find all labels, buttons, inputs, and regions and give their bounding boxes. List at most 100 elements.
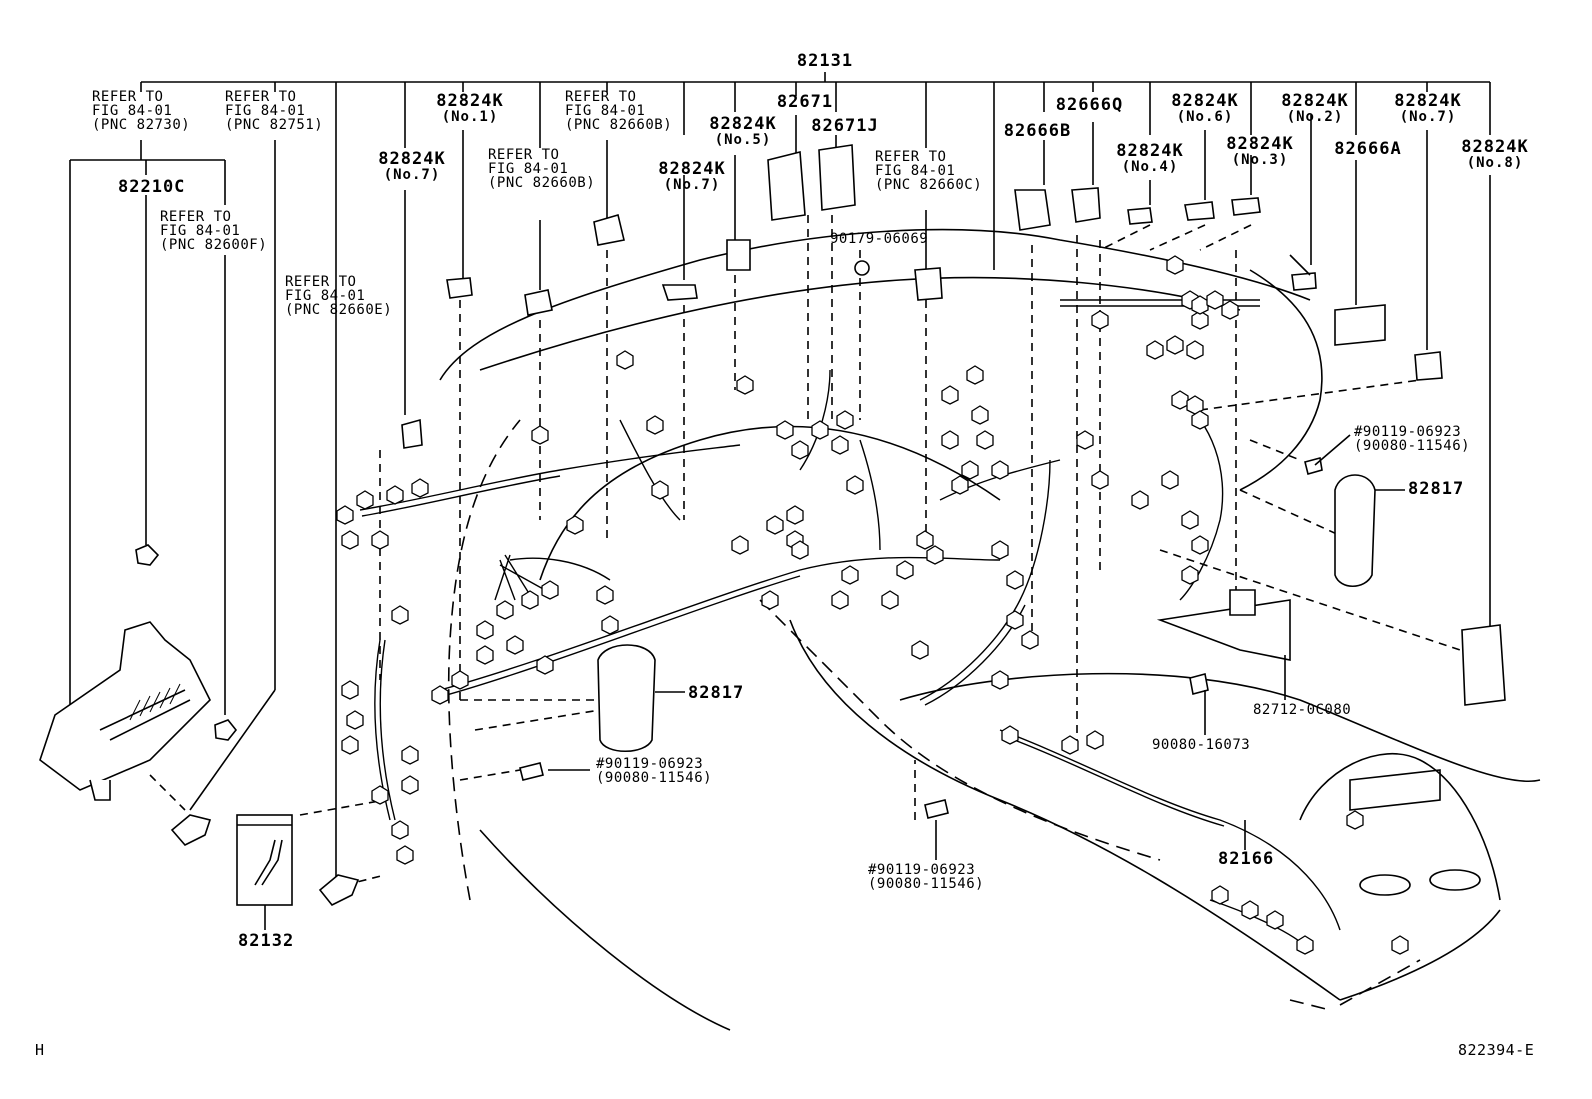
connector-icon	[336, 505, 354, 525]
connector-icon	[941, 385, 959, 405]
connector-icon	[841, 565, 859, 585]
connector-icon	[776, 420, 794, 440]
junction-block	[39, 621, 211, 801]
connector-icon	[476, 645, 494, 665]
connector-icon	[881, 590, 899, 610]
callout-82817-right: 82817	[1408, 479, 1465, 499]
connector-icon	[971, 405, 989, 425]
connector-icon	[341, 530, 359, 550]
connector-icon	[831, 590, 849, 610]
connector-icon	[1186, 395, 1204, 415]
connector-icon	[1006, 570, 1024, 590]
connector-icon	[941, 430, 959, 450]
connector-icon	[476, 620, 494, 640]
connector-icon	[531, 425, 549, 445]
connector-icon	[1241, 900, 1259, 920]
connector-icon	[896, 560, 914, 580]
callout-82824k-no7-right: 82824K(No.7)	[1394, 91, 1462, 125]
connector-icon	[1091, 310, 1109, 330]
clip-parts	[135, 144, 1506, 907]
callout-82824k-no7-center: 82824K(No.7)	[658, 159, 726, 193]
callout-90080-16073: 90080-16073	[1152, 737, 1251, 753]
callout-82824k-no8: 82824K(No.8)	[1461, 137, 1529, 171]
connector-icon	[786, 505, 804, 525]
connector-icon	[991, 460, 1009, 480]
connector-icon	[401, 775, 419, 795]
connector-icon	[1296, 935, 1314, 955]
connector-icon	[521, 590, 539, 610]
connector-icon	[1191, 535, 1209, 555]
connector-icon	[1076, 430, 1094, 450]
connector-icon	[646, 415, 664, 435]
connector-icon	[916, 530, 934, 550]
connector-icon	[1061, 735, 1079, 755]
connector-icon	[601, 615, 619, 635]
callout-82671: 82671	[776, 92, 834, 112]
corner-mark: H	[35, 1041, 45, 1059]
connector-icon	[1206, 290, 1224, 310]
connector-icon	[401, 745, 419, 765]
callout-82824k-no1: 82824K(No.1)	[436, 91, 504, 125]
connector-icon	[766, 515, 784, 535]
connector-icon	[536, 655, 554, 675]
connector-icon	[431, 685, 449, 705]
connector-icon	[596, 585, 614, 605]
connector-icon	[1191, 410, 1209, 430]
connector-icon	[371, 785, 389, 805]
connector-icon	[811, 420, 829, 440]
connector-icon	[356, 490, 374, 510]
leader-lines	[69, 72, 1491, 886]
callout-82666b: 82666B	[1003, 121, 1072, 141]
connector-icon	[1166, 335, 1184, 355]
connector-icon	[396, 845, 414, 865]
connector-icon	[341, 680, 359, 700]
callout-82210c: 82210C	[118, 177, 186, 197]
callout-bolt-center: #90119-06923(90080-11546)	[596, 756, 713, 786]
callout-82671j: 82671J	[811, 116, 879, 136]
connector-icon	[966, 365, 984, 385]
connector-icon	[1211, 885, 1229, 905]
connector-icon	[1131, 490, 1149, 510]
connector-icon	[496, 600, 514, 620]
connector-icon	[736, 375, 754, 395]
connector-icon	[566, 515, 584, 535]
connector-icon	[1091, 470, 1109, 490]
connector-icon	[791, 440, 809, 460]
connector-icon	[1266, 910, 1284, 930]
connector-icon	[1191, 295, 1209, 315]
connector-icon	[991, 540, 1009, 560]
connector-icon	[541, 580, 559, 600]
connector-icon	[1086, 730, 1104, 750]
connector-icon	[1006, 610, 1024, 630]
connector-icon	[616, 350, 634, 370]
connector-icon	[371, 530, 389, 550]
connector-icon	[391, 605, 409, 625]
callout-bolt-bottom: #90119-06923(90080-11546)	[868, 862, 985, 892]
connector-icon	[341, 735, 359, 755]
callout-82824k-no6: 82824K(No.6)	[1171, 91, 1239, 125]
connector-icon	[951, 475, 969, 495]
connector-icon	[926, 545, 944, 565]
connector-icon	[731, 535, 749, 555]
connector-icon	[1391, 935, 1409, 955]
connector-icon	[1166, 255, 1184, 275]
callout-82824k-no3: 82824K(No.3)	[1226, 134, 1294, 168]
connector-icon	[506, 635, 524, 655]
callout-82817-center: 82817	[688, 683, 745, 703]
connector-icon	[911, 640, 929, 660]
connector-icon	[1001, 725, 1019, 745]
callout-90179-06069: 90179-06069	[830, 231, 929, 247]
callout-82166: 82166	[1218, 849, 1275, 869]
callout-82712-0c080: 82712-0C080	[1253, 702, 1352, 718]
connector-icon	[1221, 300, 1239, 320]
connector-icon	[961, 460, 979, 480]
connector-icon	[991, 670, 1009, 690]
callout-82824k-no5: 82824K(No.5)	[709, 114, 777, 148]
connector-icon	[791, 540, 809, 560]
callout-bolt-right: #90119-06923(90080-11546)	[1354, 424, 1471, 454]
